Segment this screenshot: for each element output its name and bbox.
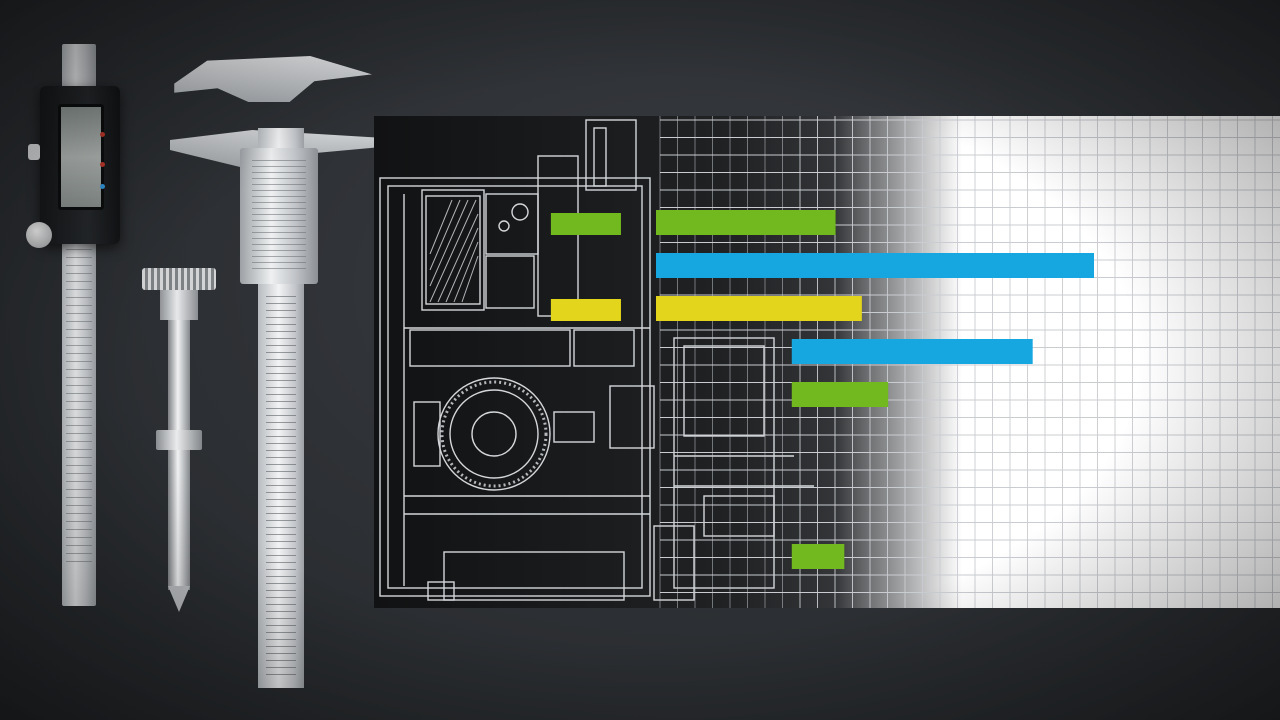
chart-bar bbox=[656, 296, 862, 321]
shaft-collar bbox=[156, 430, 202, 450]
shaft-tip bbox=[168, 586, 190, 612]
chart-bar-short bbox=[550, 213, 621, 235]
blue-button-icon bbox=[100, 184, 105, 189]
gear-shaft bbox=[142, 268, 216, 614]
shaft-rod bbox=[168, 320, 190, 590]
digital-caliper-lock-knob bbox=[28, 144, 40, 160]
chart-bar bbox=[791, 339, 1033, 364]
chart-bar bbox=[791, 544, 845, 569]
vernier-caliper bbox=[166, 56, 376, 692]
chart-bar bbox=[656, 253, 1094, 278]
digital-caliper bbox=[26, 44, 126, 610]
chart-bar bbox=[656, 210, 836, 235]
shaft-neck bbox=[160, 290, 198, 320]
vernier-caliper-scale bbox=[266, 296, 296, 676]
vernier-caliper-upper-jaw bbox=[174, 56, 372, 102]
red-button-icon bbox=[100, 162, 105, 167]
digital-caliper-display bbox=[58, 104, 104, 210]
gantt-chart bbox=[374, 116, 1280, 608]
digital-caliper-scale bbox=[66, 249, 92, 569]
thumb-wheel bbox=[26, 222, 52, 248]
chart-bar bbox=[791, 382, 889, 407]
chart-bar-short bbox=[550, 299, 621, 321]
red-button-icon bbox=[100, 132, 105, 137]
chart-canvas bbox=[550, 116, 1280, 608]
gear-icon bbox=[142, 268, 216, 290]
vernier-caliper-slider bbox=[240, 148, 318, 284]
